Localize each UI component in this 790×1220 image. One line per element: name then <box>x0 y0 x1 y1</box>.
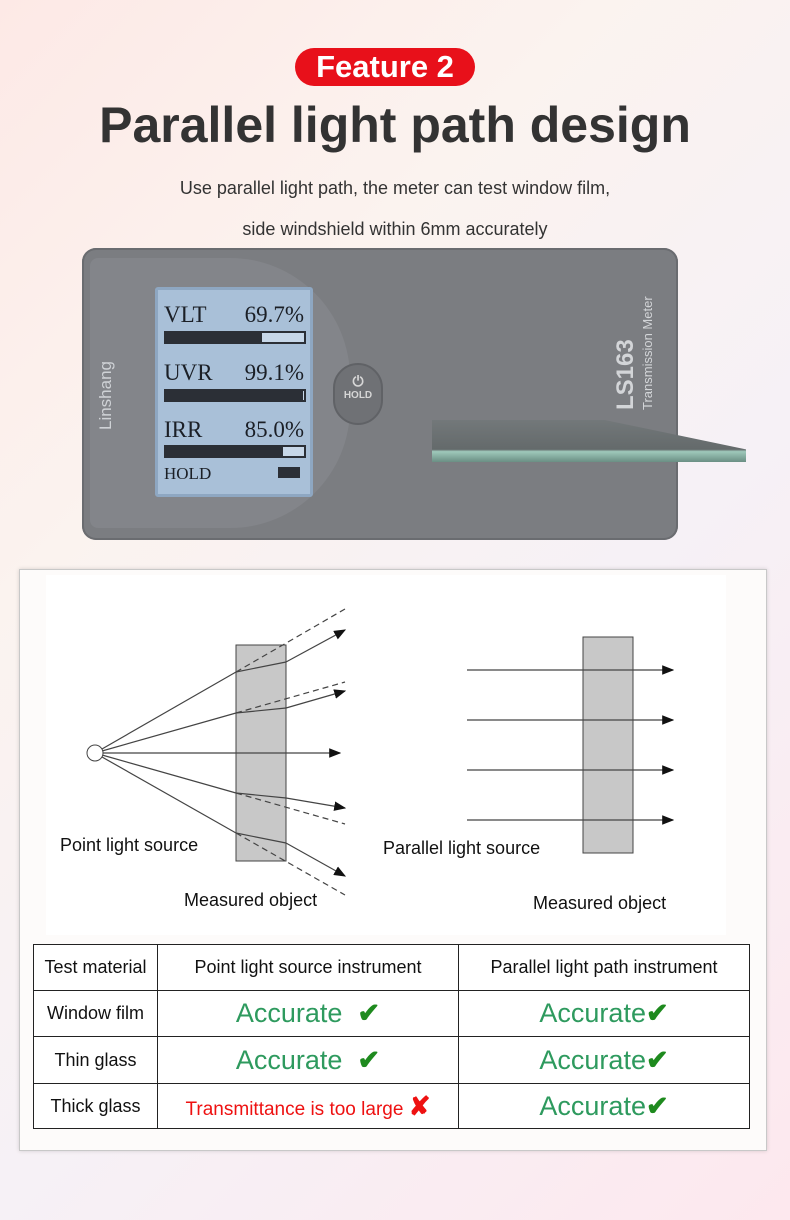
result-text: Accurate <box>235 998 343 1028</box>
result-text: Accurate <box>539 1044 646 1075</box>
check-icon: ✔ <box>645 1090 669 1121</box>
page-title: Parallel light path design <box>99 97 691 153</box>
battery-icon <box>278 467 300 478</box>
point-rays <box>94 608 347 896</box>
parallel-result-cell: Accurate✔ <box>458 1036 750 1084</box>
reading-value: 85.0% <box>244 417 304 442</box>
reading-bar <box>164 331 306 344</box>
check-icon: ✔ <box>357 1044 381 1075</box>
material-cell: Thin glass <box>33 1036 158 1084</box>
table-row: Window film Accurate ✔ Accurate✔ <box>33 990 750 1037</box>
cross-icon: ✘ <box>408 1090 431 1121</box>
point-light-source-label: Point light source <box>60 835 199 855</box>
subtitle-line-1: Use parallel light path, the meter can t… <box>179 178 611 198</box>
reading-value: 99.1% <box>244 360 304 385</box>
table-row: Thick glass Transmittance is too large ✘… <box>33 1083 750 1129</box>
hold-button-label: HOLD <box>343 390 373 401</box>
table-header-row: Test material Point light source instrum… <box>33 944 750 991</box>
reading-bar <box>164 445 306 458</box>
subtitle-line-2: side windshield within 6mm accurately <box>242 219 548 239</box>
reading-label: UVR <box>164 360 213 385</box>
parallel-result-cell: Accurate✔ <box>458 1083 750 1129</box>
parallel-rays <box>467 665 675 825</box>
point-result-cell: Accurate ✔ <box>157 990 459 1037</box>
result-text: Accurate <box>539 998 646 1028</box>
result-text: Transmittance is too large <box>185 1098 404 1120</box>
reading-value: 69.7% <box>244 302 304 327</box>
point-result-cell: Accurate ✔ <box>157 1036 459 1084</box>
reading-label: VLT <box>164 302 207 327</box>
parallel-result-cell: Accurate✔ <box>458 990 750 1037</box>
check-icon: ✔ <box>357 998 381 1028</box>
hold-button[interactable]: ⏻ HOLD <box>333 363 383 425</box>
column-header: Test material <box>33 944 158 991</box>
point-light-source-icon <box>86 744 104 762</box>
column-header: Point light source instrument <box>157 944 459 991</box>
reading-bar <box>164 389 306 402</box>
comparison-table: Test material Point light source instrum… <box>33 944 750 1129</box>
result-text: Accurate <box>539 1090 646 1121</box>
power-icon: ⏻ <box>352 373 364 389</box>
table-row: Thin glass Accurate ✔ Accurate✔ <box>33 1036 750 1084</box>
measured-object-label: Measured object <box>184 890 318 910</box>
measured-object-label: Measured object <box>533 893 667 913</box>
measured-object-right <box>582 636 634 854</box>
check-icon: ✔ <box>645 1044 669 1075</box>
point-result-cell: Transmittance is too large ✘ <box>157 1083 459 1129</box>
parallel-light-source-label: Parallel light source <box>383 838 541 858</box>
reading-label: IRR <box>164 417 203 442</box>
lcd-screen: VLT 69.7% UVR 99.1% IRR 85.0% HOLD <box>155 287 313 497</box>
column-header: Parallel light path instrument <box>458 944 750 991</box>
check-icon: ✔ <box>645 998 669 1028</box>
material-cell: Window film <box>33 990 158 1037</box>
material-cell: Thick glass <box>33 1083 158 1129</box>
hold-status: HOLD <box>164 464 212 483</box>
feature-badge: Feature 2 <box>295 48 475 86</box>
result-text: Accurate <box>235 1044 343 1075</box>
